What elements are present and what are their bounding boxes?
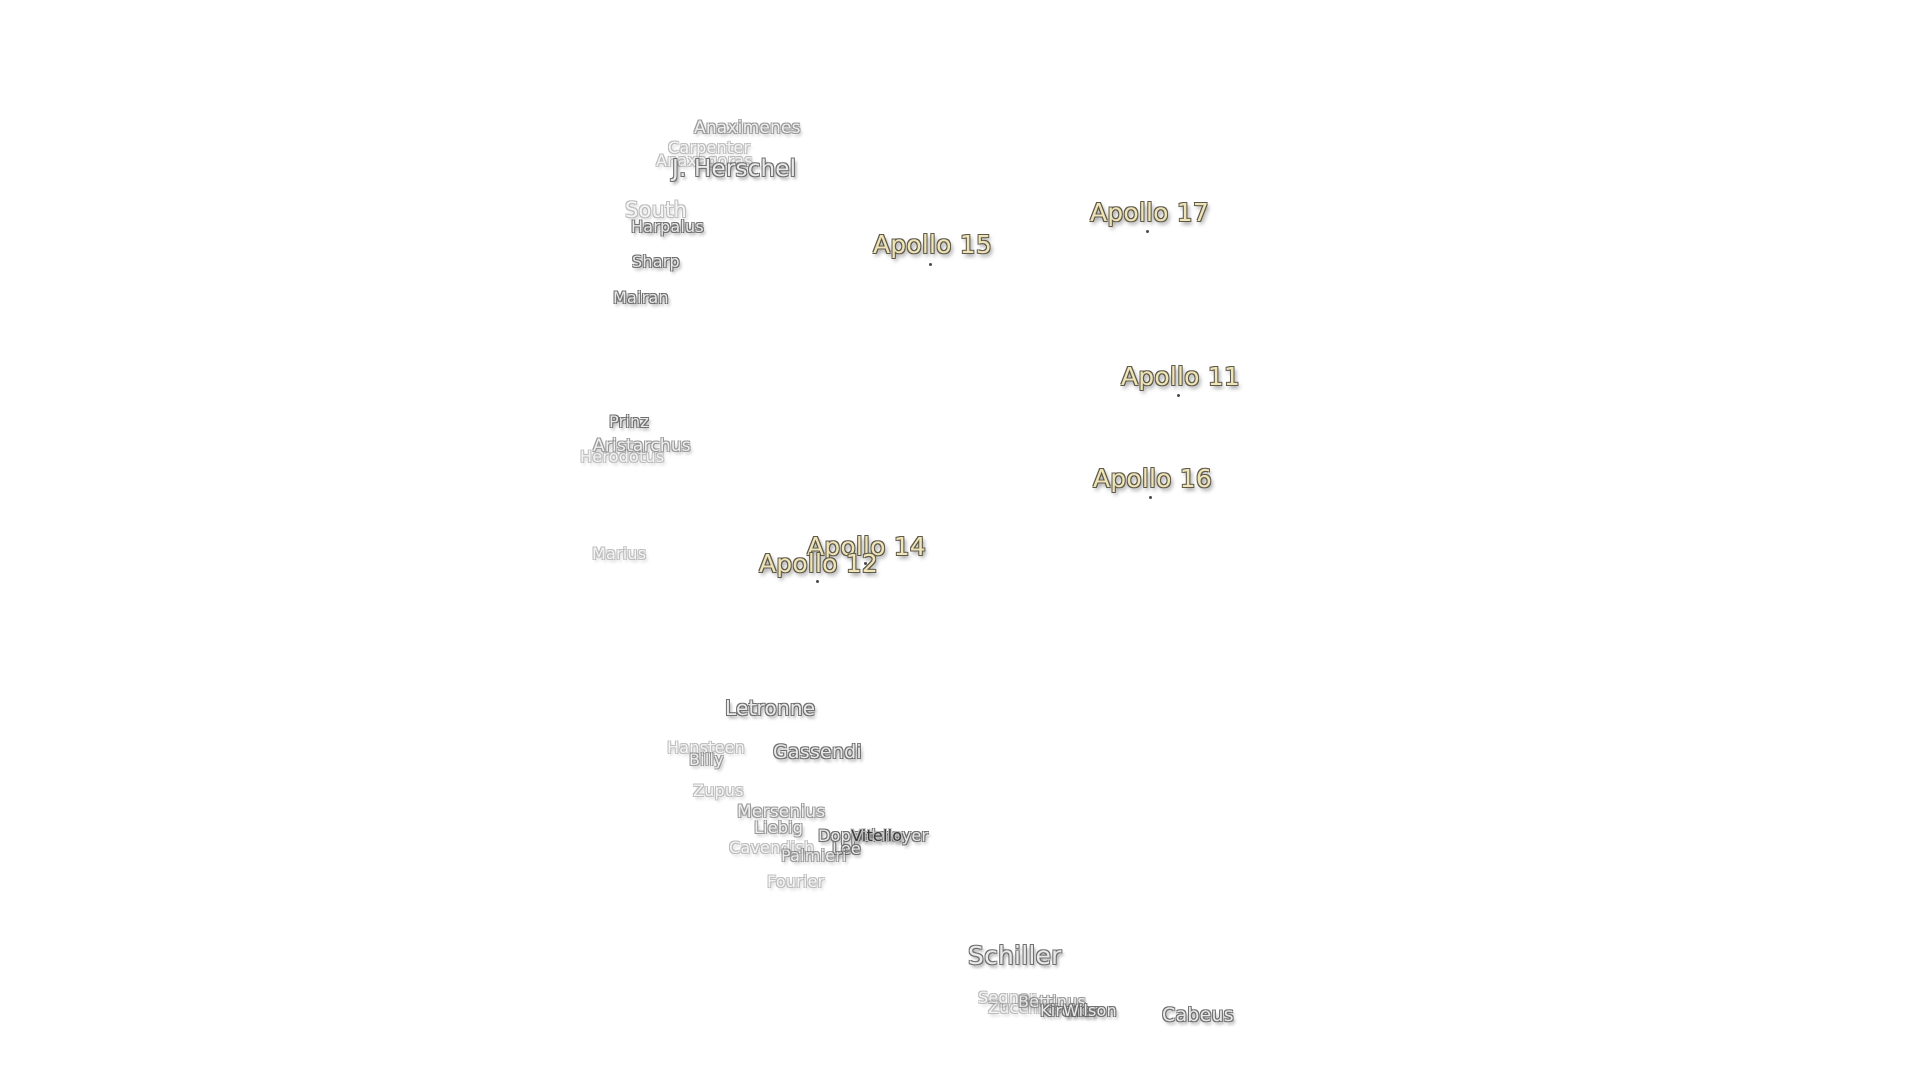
- apollo-12-site-marker[interactable]: [816, 580, 819, 583]
- crater-label-fourier: Fourier: [767, 872, 825, 891]
- crater-label-segner: Segner: [978, 988, 1036, 1007]
- crater-label-mairan: Mairan: [613, 288, 669, 307]
- apollo-16-site-marker[interactable]: [1149, 496, 1152, 499]
- crater-label-letronne: Letronne: [725, 696, 816, 720]
- apollo-15-label[interactable]: Apollo 15: [873, 230, 993, 259]
- crater-label-cabeus: Cabeus: [1162, 1004, 1234, 1026]
- crater-label-marius: Marius: [592, 544, 647, 563]
- crater-label-palmieri: Palmieri: [781, 846, 847, 865]
- apollo-14-site-marker[interactable]: [864, 562, 867, 565]
- crater-label-wilson: Wilson: [1063, 1001, 1117, 1020]
- crater-label-aristarchus: Aristarchus: [593, 436, 691, 456]
- crater-label-zucchius: Zucchius: [988, 998, 1062, 1017]
- crater-label-gassendi: Gassendi: [773, 741, 862, 763]
- crater-label-prinz: Prinz: [609, 412, 649, 431]
- crater-label-cavendish: Cavendish: [729, 838, 815, 857]
- crater-label-doppelmayer: Doppelmayer: [818, 826, 929, 845]
- apollo-12-label[interactable]: Apollo 12: [759, 549, 879, 578]
- crater-label-billy: Billy: [689, 750, 724, 769]
- crater-label-kircher: Kircher: [1040, 1001, 1098, 1020]
- apollo-17-label[interactable]: Apollo 17: [1090, 198, 1210, 227]
- apollo-11-label[interactable]: Apollo 11: [1121, 362, 1241, 391]
- crater-label-anaxagoras: Anaxagoras: [656, 151, 753, 170]
- apollo-11-site-marker[interactable]: [1177, 394, 1180, 397]
- crater-label-anaximenes: Anaximenes: [694, 118, 801, 138]
- crater-label-carpenter: Carpenter: [668, 138, 751, 157]
- apollo-15-site-marker[interactable]: [929, 263, 932, 266]
- crater-label-harpalus: Harpalus: [631, 217, 704, 236]
- apollo-16-label[interactable]: Apollo 16: [1093, 464, 1213, 493]
- crater-label-zupus: Zupus: [693, 781, 744, 800]
- crater-label-herodotus: Herodotus: [580, 447, 665, 466]
- crater-label-lee: Lee: [832, 839, 861, 858]
- crater-label-mersenius: Mersenius: [737, 802, 826, 822]
- apollo-14-label[interactable]: Apollo 14: [807, 532, 927, 561]
- crater-label-schiller: Schiller: [968, 941, 1062, 970]
- crater-label-hansteen: Hansteen: [667, 738, 746, 757]
- crater-label-bettinus: Bettinus: [1018, 992, 1087, 1011]
- crater-label-j-herschel: J. Herschel: [672, 156, 797, 182]
- apollo-17-site-marker[interactable]: [1146, 230, 1149, 233]
- crater-label-vitello: Vitello: [851, 826, 903, 845]
- crater-label-liebig: Liebig: [754, 818, 804, 837]
- crater-label-sharp: Sharp: [632, 252, 680, 271]
- crater-label-south: South: [625, 198, 688, 222]
